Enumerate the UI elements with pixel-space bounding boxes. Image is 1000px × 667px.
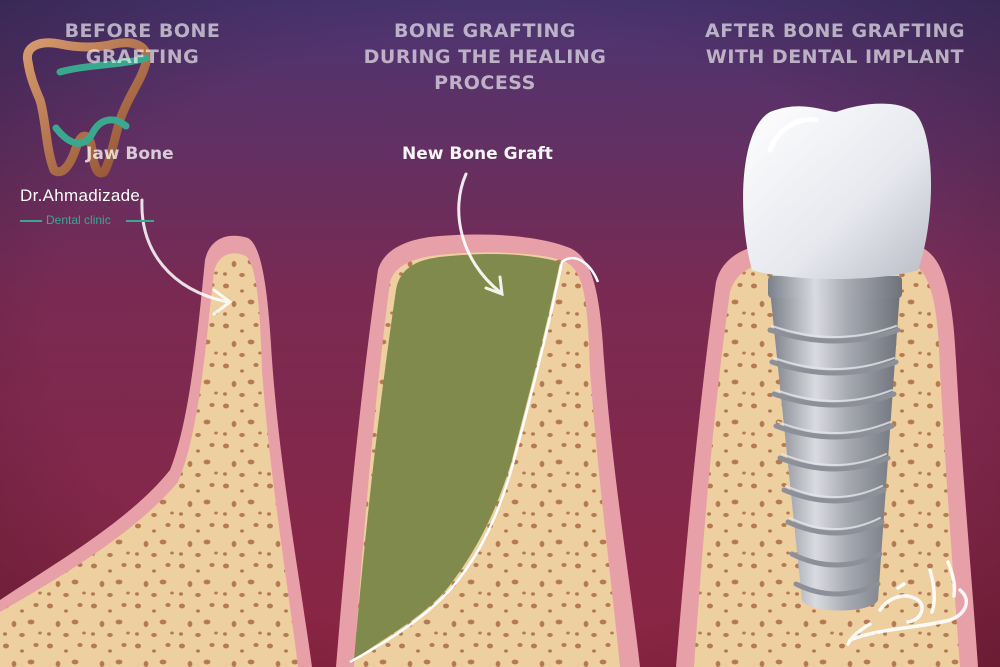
label-jaw-bone: Jaw Bone (86, 144, 174, 164)
jaw-bone (0, 253, 298, 667)
label-new-bone-graft: New Bone Graft (402, 144, 553, 164)
clinic-subtitle: Dental clinic (46, 213, 111, 227)
panel-title-before: BEFORE BONE GRAFTING (64, 20, 221, 68)
implant-abutment (768, 276, 902, 298)
panel-before-grafting (0, 235, 312, 667)
tooth-logo-icon (22, 38, 152, 178)
clinic-logo (22, 38, 152, 178)
wave-logo-icon (52, 116, 130, 147)
logo-divider-left (20, 220, 42, 222)
logo-divider-right (126, 220, 154, 222)
signature-watermark (846, 560, 969, 646)
panel-during-healing (336, 234, 640, 667)
bone-graft (354, 254, 560, 660)
panel-title-after: AFTER BONE GRAFTING WITH DENTAL IMPLANT (705, 20, 965, 68)
graft-boundary-line (349, 256, 600, 664)
clinic-name: Dr.Ahmadizade (20, 186, 141, 205)
panel-title-healing: BONE GRAFTING DURING THE HEALING PROCESS (363, 20, 607, 94)
implant-threads (767, 327, 901, 597)
crown (743, 103, 932, 279)
jaw-bone-arrow (140, 198, 233, 316)
bone-graft-arrow (457, 172, 504, 297)
panel-after-implant (676, 103, 978, 667)
